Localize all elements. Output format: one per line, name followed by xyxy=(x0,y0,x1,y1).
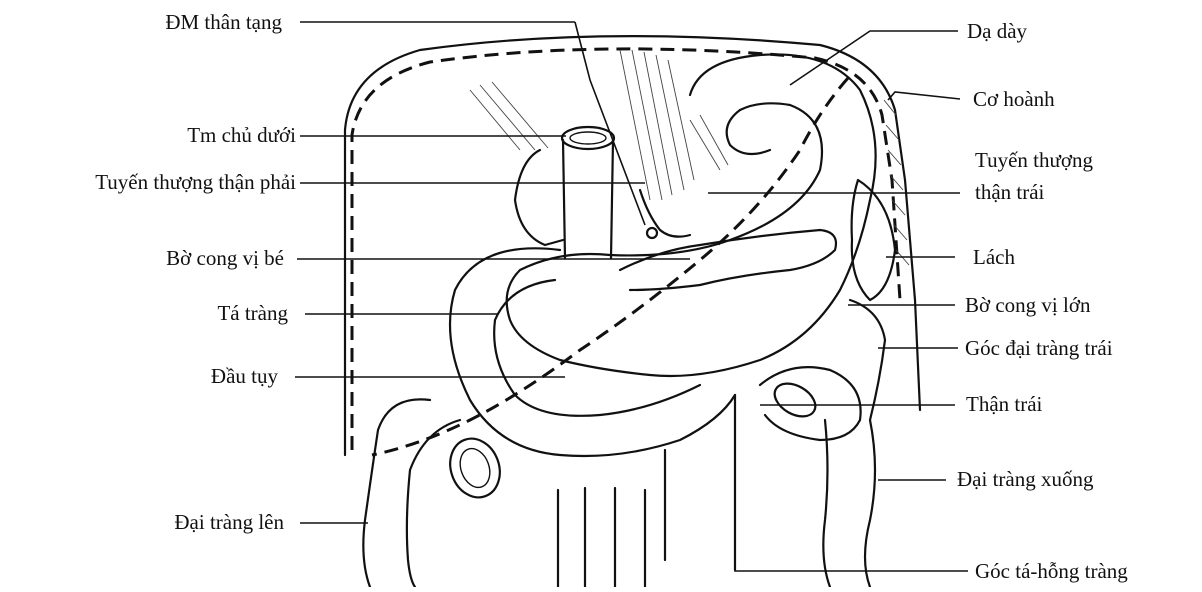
label-da-day: Dạ dày xyxy=(967,19,1028,43)
duodenum-outline xyxy=(450,248,735,456)
leader-co-hoanh xyxy=(888,92,960,100)
right-adrenal-gland xyxy=(515,150,563,245)
spleen-outline xyxy=(852,180,895,300)
label-lach: Lách xyxy=(973,245,1015,269)
label-bo-cong-vi-lon: Bờ cong vị lớn xyxy=(965,293,1091,317)
diaphragm-dashed-border xyxy=(352,49,900,450)
label-ta-trang: Tá tràng xyxy=(217,301,288,325)
label-goc-dai-trang-trai: Góc đại tràng trái xyxy=(965,336,1113,360)
stomach-inner-fold xyxy=(727,110,770,154)
duodenum-inner xyxy=(494,280,700,416)
label-tm-chu-duoi: Tm chủ dưới xyxy=(187,123,296,147)
label-tuyen-thuong-than-trai-2: thận trái xyxy=(975,180,1045,204)
label-tuyen-thuong-than-phai: Tuyến thượng thận phải xyxy=(95,170,296,194)
label-bo-cong-vi-be: Bờ cong vị bé xyxy=(166,246,284,270)
celiac-origin xyxy=(647,228,657,238)
spine-columns xyxy=(558,450,665,587)
colon-cut-right xyxy=(442,432,508,505)
ascending-colon-inner xyxy=(407,420,460,587)
label-dai-trang-xuong: Đại tràng xuống xyxy=(957,467,1094,491)
upper-hatching xyxy=(470,50,728,200)
label-goc-ta-hong-trang: Góc tá-hỗng tràng xyxy=(975,559,1128,583)
descending-colon-inner xyxy=(823,420,830,587)
leader-goc-ta-hong-trang xyxy=(735,420,968,571)
inferior-vena-cava xyxy=(562,127,614,258)
label-dai-trang-len: Đại tràng lên xyxy=(174,510,284,534)
descending-colon-outline xyxy=(850,300,885,587)
left-kidney-hilum xyxy=(769,377,821,423)
label-tuyen-thuong-than-trai-1: Tuyến thượng xyxy=(975,148,1093,172)
labels: ĐM thân tạng Tm chủ dưới Tuyến thượng th… xyxy=(95,10,1128,583)
stomach-outline xyxy=(507,54,876,376)
label-dau-tuy: Đầu tụy xyxy=(211,364,279,388)
left-kidney-outline xyxy=(760,367,861,440)
label-co-hoanh: Cơ hoành xyxy=(973,87,1055,111)
organ-drawing xyxy=(345,36,920,587)
diaphragm-outline xyxy=(345,36,920,455)
ascending-colon-outline xyxy=(363,399,430,587)
label-dm-than-tang: ĐM thân tạng xyxy=(165,10,282,34)
label-than-trai: Thận trái xyxy=(966,392,1043,416)
